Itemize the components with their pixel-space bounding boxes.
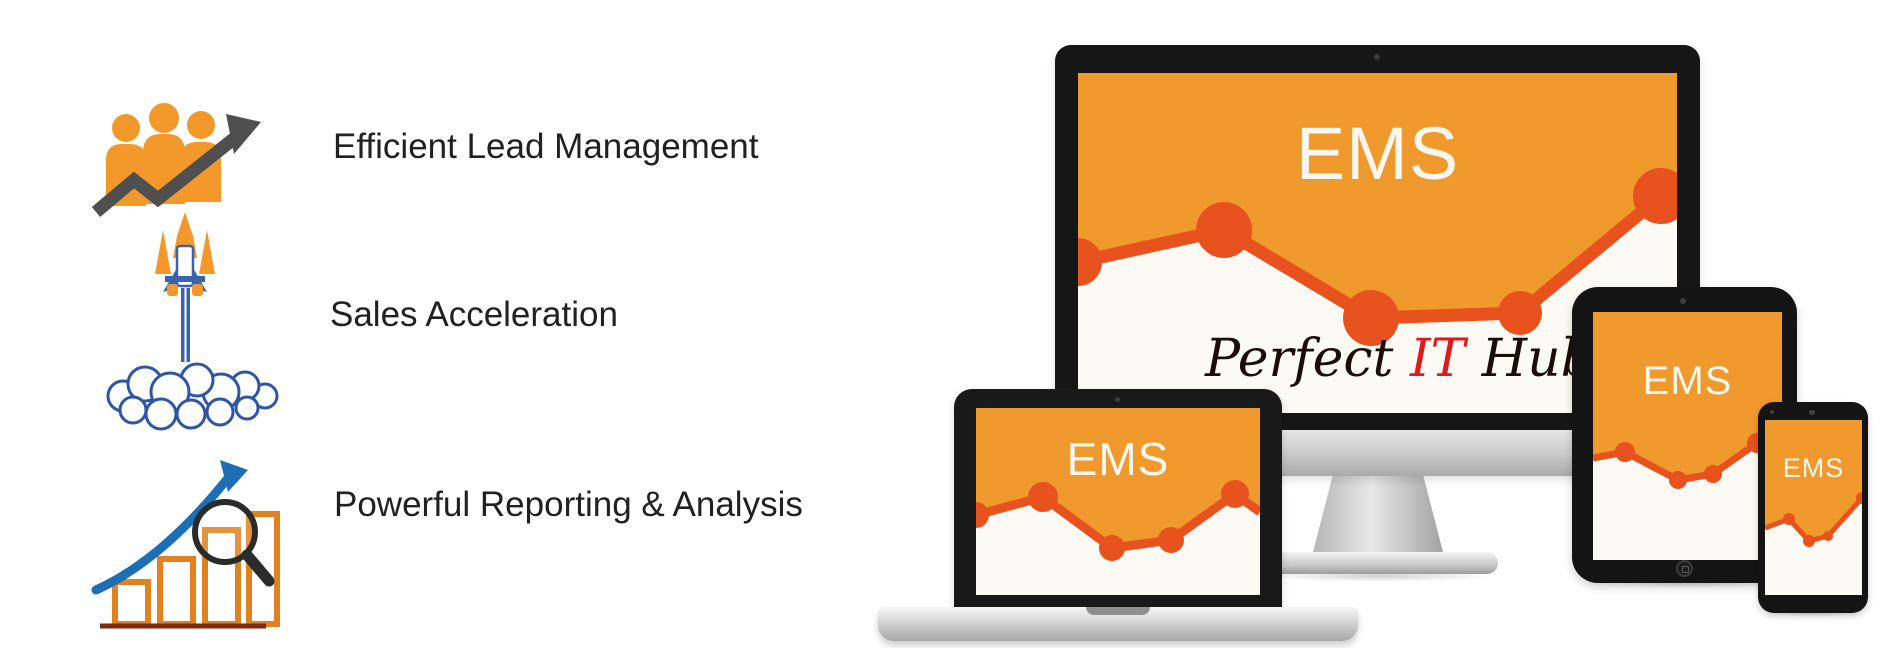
monitor-app-title: EMS xyxy=(1295,112,1460,195)
tablet-home-button xyxy=(1676,560,1693,577)
phone-line-chart xyxy=(1765,492,1862,595)
phone-camera-dot-icon xyxy=(1770,410,1774,414)
laptop-screen: EMS xyxy=(976,408,1260,595)
rocket-launch-icon xyxy=(106,212,279,431)
chart-analysis-icon xyxy=(91,460,280,629)
phone-app-title: EMS xyxy=(1782,453,1845,483)
laptop-line-chart xyxy=(976,480,1260,595)
phone-shadow xyxy=(1764,609,1864,617)
feature-label-sales-acceleration: Sales Acceleration xyxy=(330,295,618,334)
smartphone: EMS xyxy=(1758,402,1868,613)
team-growth-icon xyxy=(91,103,261,217)
tablet-home-square-icon xyxy=(1682,566,1689,573)
monitor-camera-dot-icon xyxy=(1374,54,1380,60)
tablet-camera-dot-icon xyxy=(1680,298,1686,304)
tablet: EMS xyxy=(1572,287,1797,583)
laptop-camera-dot-icon xyxy=(1115,397,1120,402)
tablet-shadow xyxy=(1580,578,1790,588)
tablet-line-chart xyxy=(1593,433,1782,560)
laptop-app-title: EMS xyxy=(1066,433,1170,485)
laptop-base-notch xyxy=(1086,607,1150,615)
monitor-stand-base xyxy=(1258,552,1498,574)
brand-part-perfect: Perfect xyxy=(1205,329,1410,389)
tablet-app-title: EMS xyxy=(1642,359,1733,403)
monitor-stand-neck xyxy=(1312,474,1444,556)
laptop-base xyxy=(878,607,1358,641)
monitor-line-chart xyxy=(1078,168,1677,413)
feature-label-reporting-analysis: Powerful Reporting & Analysis xyxy=(334,485,803,524)
tablet-screen: EMS xyxy=(1593,312,1782,560)
phone-speaker-icon xyxy=(1809,410,1815,415)
feature-label-lead-management: Efficient Lead Management xyxy=(333,127,759,166)
brand-part-it: IT xyxy=(1409,329,1466,389)
laptop: EMS xyxy=(954,389,1282,614)
phone-screen: EMS xyxy=(1765,420,1862,595)
